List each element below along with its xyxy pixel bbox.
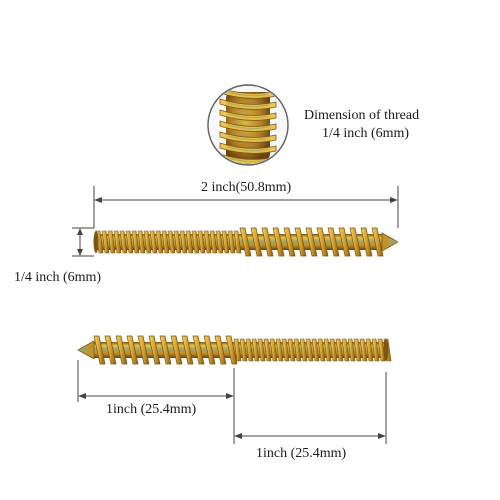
diameter-dimension <box>72 227 94 257</box>
total-length-label: 2 inch(50.8mm) <box>201 180 292 195</box>
hanger-bolt-icon <box>93 227 399 257</box>
half-length-dimensions <box>77 360 387 444</box>
length-dimension <box>93 186 399 228</box>
hanger-bolt-icon <box>77 335 392 365</box>
machine-thread-length-label: 1inch (25.4mm) <box>106 402 197 417</box>
thread-closeup-icon <box>207 84 289 166</box>
diameter-label: 1/4 inch (6mm) <box>14 270 102 285</box>
wood-thread-length-label: 1inch (25.4mm) <box>256 446 347 461</box>
thread-size-caption: 1/4 inch (6mm) <box>322 126 410 141</box>
thread-caption: Dimension of thread <box>304 108 420 123</box>
